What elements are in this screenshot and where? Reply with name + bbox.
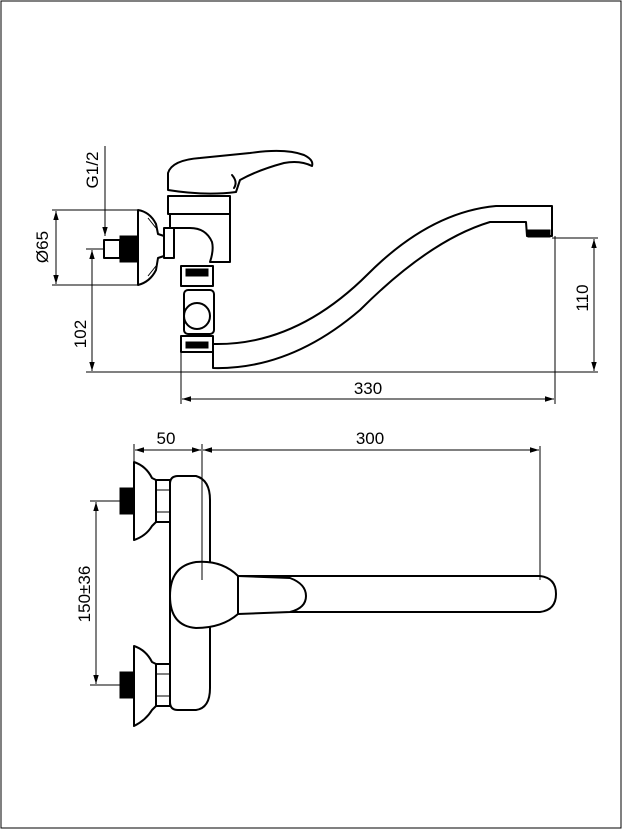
side-connector-nut [163, 227, 175, 259]
top-pipe-upper [119, 487, 135, 515]
side-aerator [527, 229, 551, 238]
dim-300-label: 300 [356, 429, 384, 448]
dim-spacing-label: 150±36 [75, 566, 94, 623]
flange-hatch-1 [147, 217, 157, 229]
dim-330-label: 330 [354, 379, 382, 398]
side-view: G1/2 Ø65 102 110 330 [33, 146, 598, 404]
side-body [169, 213, 231, 263]
side-swivel-band [185, 268, 209, 277]
side-swivel-ring [183, 302, 211, 330]
top-nut-upper [155, 479, 171, 523]
top-view: 50 300 150±36 [75, 429, 557, 727]
dim-thread-label: G1/2 [83, 152, 102, 189]
top-nut-lower [155, 663, 171, 707]
flange-hatch-2 [147, 265, 157, 277]
side-threaded-pipe [119, 235, 139, 263]
side-handle-notch [231, 174, 237, 189]
side-pipe-end [103, 239, 121, 259]
dim-50-label: 50 [157, 429, 176, 448]
dim-110-label: 110 [573, 284, 592, 311]
side-cartridge-cap [167, 195, 231, 215]
top-pipe-lower [119, 671, 135, 699]
side-spout [212, 205, 553, 370]
side-swivel-band-2 [185, 341, 209, 349]
side-handle-lever [167, 149, 314, 195]
dim-102-label: 102 [71, 320, 90, 348]
dim-diameter-label: Ø65 [33, 231, 52, 263]
